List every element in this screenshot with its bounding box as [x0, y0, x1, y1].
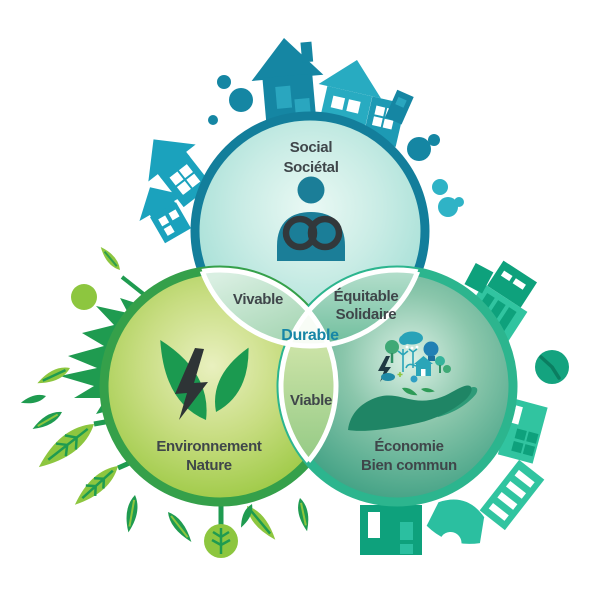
- lightning-bolt-icon: [175, 348, 208, 420]
- hand-ecosystem-icon: [348, 331, 478, 431]
- economy-label-line2: Bien commun: [361, 457, 457, 474]
- leaf-large: [38, 424, 94, 468]
- equitable-label-line1: Équitable: [334, 288, 399, 305]
- building-icon-hanging: [360, 505, 422, 555]
- social-label-line2: Sociétal: [283, 159, 338, 176]
- economy-label-line1: Économie: [374, 438, 443, 455]
- environment-label-line1: Environnement: [156, 438, 262, 455]
- bubble-trees-left: [208, 75, 253, 125]
- roof-piece: [464, 262, 494, 294]
- leaf: [20, 394, 46, 404]
- eco-cluster: [378, 331, 451, 396]
- leaves-energy-icon: [160, 339, 249, 420]
- tilted-house-icon-2: [139, 187, 191, 244]
- viable-label: Viable: [290, 392, 332, 409]
- leaf-large: [74, 466, 118, 505]
- leaf: [32, 411, 62, 429]
- leaf: [168, 512, 192, 542]
- hand: [348, 385, 472, 431]
- dome-icon: [426, 499, 485, 554]
- leaf: [298, 498, 309, 532]
- equitable-label-line2: Solidaire: [336, 306, 397, 323]
- leaf: [100, 247, 120, 270]
- bubble-trees-right: [407, 134, 464, 217]
- environment-label-line2: Nature: [186, 457, 232, 474]
- small-building-icon-right: [385, 89, 414, 125]
- lens-environment-economy: [278, 270, 339, 502]
- vivable-label: Vivable: [233, 291, 283, 308]
- lens-center: [278, 270, 339, 349]
- round-leaf: [71, 284, 97, 310]
- social-label-line1: Social: [290, 139, 333, 156]
- ring-icon: [307, 215, 343, 251]
- hanging-round-leaf: [204, 524, 238, 558]
- building-icon-striped: [479, 459, 545, 531]
- leaf: [37, 367, 70, 384]
- person-icon: [277, 176, 345, 261]
- clock-icon: [535, 350, 569, 384]
- durable-label: Durable: [281, 327, 339, 344]
- leaf: [126, 495, 138, 533]
- leaf: [241, 504, 253, 528]
- leaf: [247, 506, 276, 540]
